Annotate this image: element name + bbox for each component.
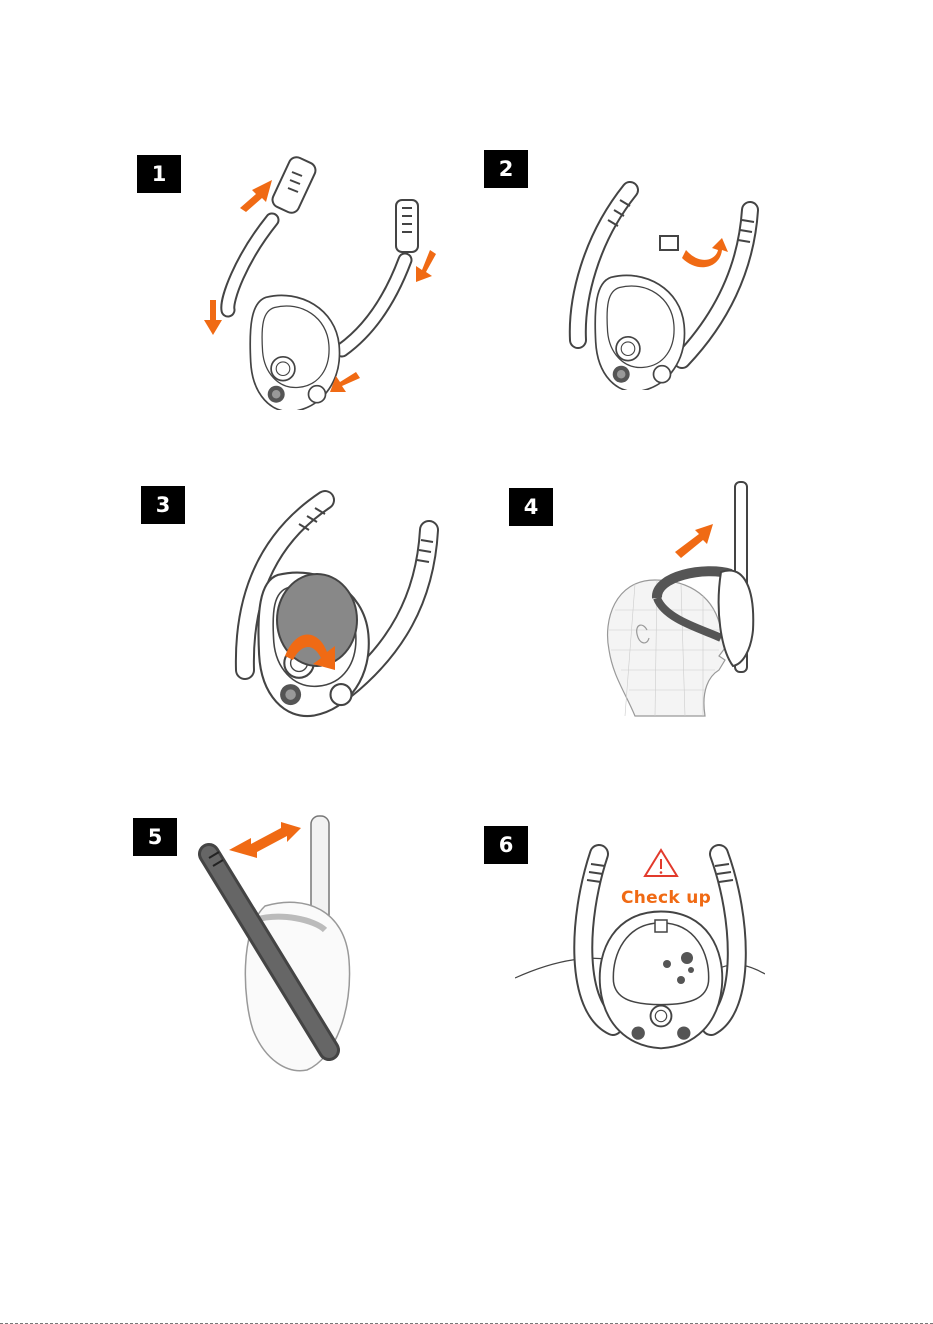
step-4-badge: 4 [509, 488, 553, 526]
step-2-mount-illustration [550, 160, 790, 390]
step-4-wear-illustration [595, 480, 795, 720]
step-5-badge: 5 [133, 818, 177, 856]
step-1-badge: 1 [137, 155, 181, 193]
step-5-snorkel-adjust-illustration [195, 810, 365, 1080]
step-2-badge: 2 [484, 150, 528, 188]
check-up-label: Check up [621, 888, 711, 908]
step-1-assembly-illustration [180, 150, 460, 410]
step-3-badge: 3 [141, 486, 185, 524]
step-3-lens-illustration [215, 480, 455, 720]
step-6-check-illustration [515, 840, 765, 1055]
